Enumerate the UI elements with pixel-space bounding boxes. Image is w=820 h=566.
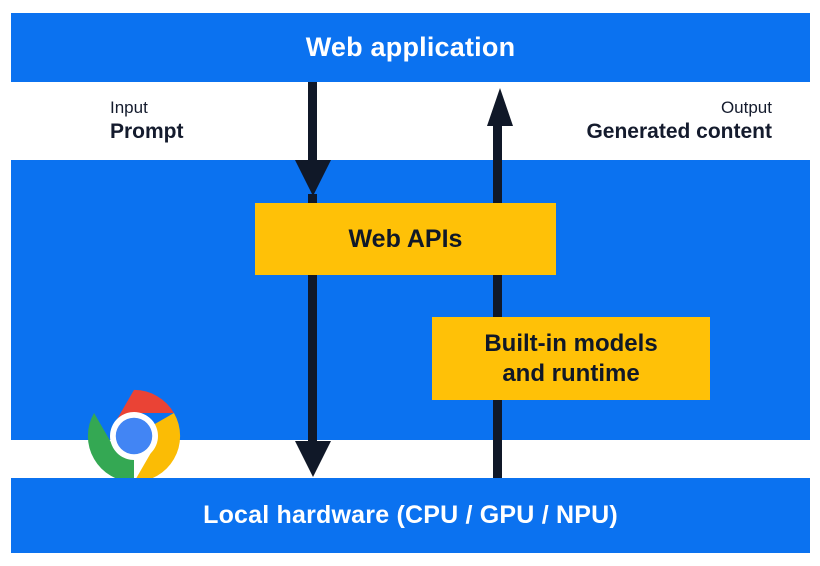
output-value: Generated content bbox=[586, 119, 772, 143]
web-application-label: Web application bbox=[305, 32, 516, 62]
web-apis-box: Web APIs bbox=[255, 203, 556, 275]
chrome-logo-icon bbox=[87, 389, 181, 483]
builtin-models-line1: Built-in models bbox=[484, 330, 658, 358]
output-caption: Output bbox=[720, 98, 772, 117]
builtin-models-box: Built-in models and runtime bbox=[432, 317, 710, 400]
arrow-up-icon bbox=[487, 88, 513, 126]
web-apis-label: Web APIs bbox=[348, 224, 463, 253]
local-hardware-label: Local hardware (CPU / GPU / NPU) bbox=[203, 501, 618, 529]
arrow-down-icon bbox=[295, 160, 331, 196]
builtin-models-label: Built-in models and runtime bbox=[484, 329, 657, 388]
arrow-up-icon bbox=[493, 124, 502, 478]
output-annotation: Output Generated content bbox=[586, 98, 772, 144]
local-hardware-band: Local hardware (CPU / GPU / NPU) bbox=[11, 478, 810, 553]
input-caption: Input bbox=[110, 98, 148, 117]
web-application-band: Web application bbox=[11, 13, 810, 82]
arrow-down-icon bbox=[308, 194, 317, 442]
arrow-down-icon bbox=[308, 82, 317, 164]
builtin-models-line2: and runtime bbox=[502, 359, 640, 387]
input-annotation: Input Prompt bbox=[110, 98, 184, 144]
input-value: Prompt bbox=[110, 119, 184, 143]
arrow-down-icon bbox=[295, 441, 331, 477]
